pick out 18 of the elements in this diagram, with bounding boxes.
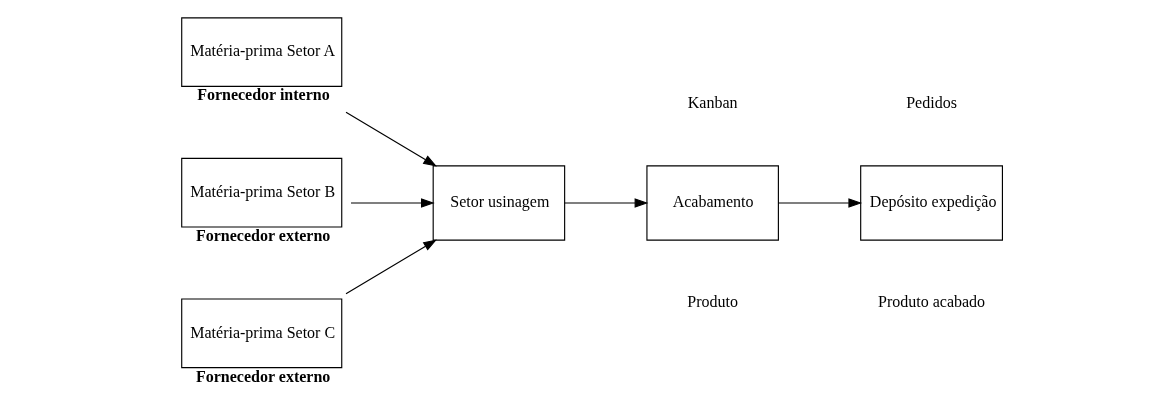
arrow [777, 198, 862, 208]
label: Produto [686, 292, 738, 310]
node-box: Acabamento [645, 165, 779, 241]
node-box: Depósito expedição [859, 165, 1003, 241]
node-label: Fornecedor interno [196, 86, 330, 104]
node-box: Matéria-prima Setor C [180, 298, 342, 369]
label: Kanban [687, 93, 738, 111]
label: Produto acabado [877, 292, 985, 310]
node-label: Fornecedor externo [195, 226, 330, 244]
label: Pedidos [905, 93, 957, 111]
node-box: Setor usinagem [432, 165, 565, 241]
arrow [344, 239, 437, 295]
arrow [349, 198, 435, 208]
arrow [563, 198, 648, 208]
node-box: Matéria-prima Setor A [180, 17, 342, 87]
arrow [344, 111, 437, 167]
node-label: Fornecedor externo [195, 367, 330, 385]
node-box: Matéria-prima Setor B [180, 157, 342, 228]
